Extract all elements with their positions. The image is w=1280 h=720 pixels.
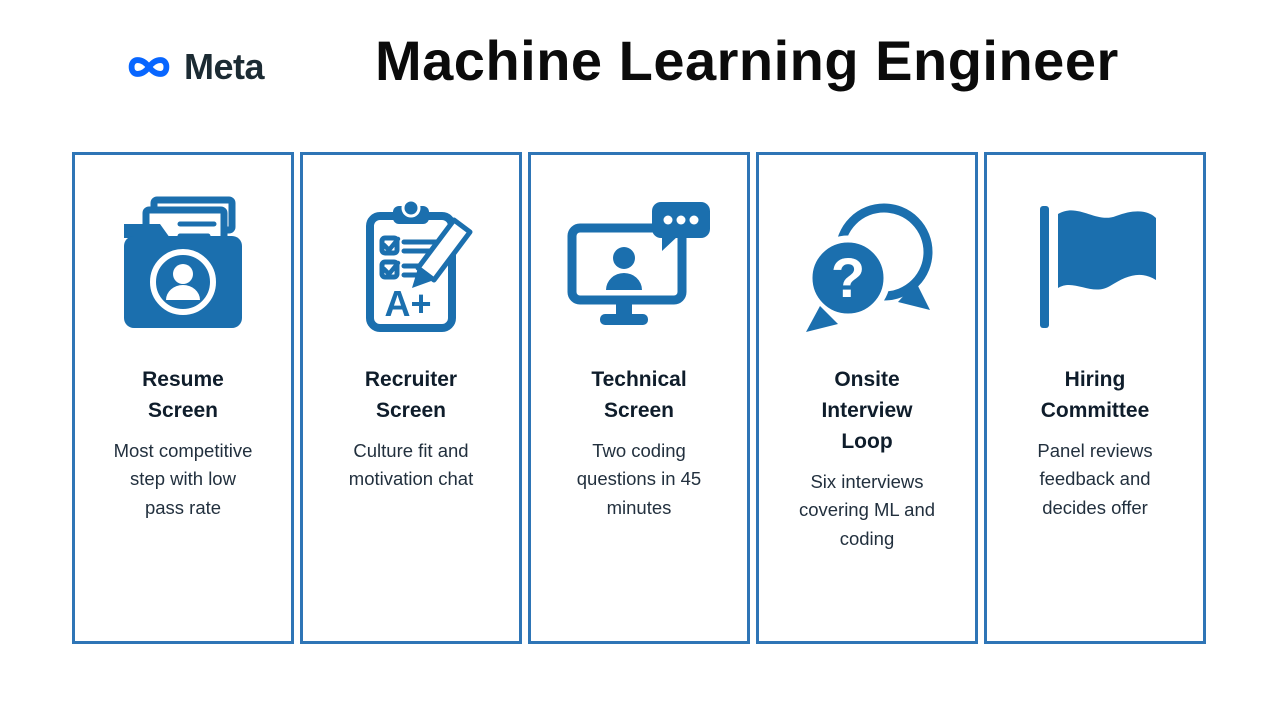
meta-infinity-icon <box>120 47 178 87</box>
stages-row: Resume Screen Most competitive step with… <box>72 152 1206 644</box>
resume-folder-icon <box>108 183 258 355</box>
card-recruiter-screen: A+ Recruiter Screen Culture fit and moti… <box>300 152 522 644</box>
svg-text:A+: A+ <box>384 283 431 324</box>
card-resume-screen: Resume Screen Most competitive step with… <box>72 152 294 644</box>
header: Meta Machine Learning Engineer <box>0 0 1280 150</box>
stage-description: Culture fit and motivation chat <box>348 439 474 490</box>
stage-title: Recruiter Screen <box>364 368 458 422</box>
question-bubble-icon: ? <box>792 183 942 355</box>
stage-description: Most competitive step with low pass rate <box>113 439 253 519</box>
stage-title: Hiring Committee <box>1040 368 1150 422</box>
video-interview-icon <box>564 183 714 355</box>
meta-logo-text: Meta <box>184 46 265 87</box>
stage-description: Panel reviews feedback and decides offer <box>1037 439 1153 519</box>
card-technical-screen: Technical Screen Two coding questions in… <box>528 152 750 644</box>
flag-icon <box>1020 183 1170 355</box>
card-onsite-interview-loop: ? Onsite Interview Loop Six interviews c… <box>756 152 978 644</box>
stage-title: Resume Screen <box>142 368 224 422</box>
stage-description: Two coding questions in 45 minutes <box>576 439 702 519</box>
meta-logo: Meta <box>120 46 265 88</box>
clipboard-checklist-icon: A+ <box>336 183 486 355</box>
stage-title: Onsite Interview Loop <box>821 368 913 453</box>
card-hiring-committee: Hiring Committee Panel reviews feedback … <box>984 152 1206 644</box>
svg-text:?: ? <box>831 246 865 309</box>
stage-title: Technical Screen <box>591 368 687 422</box>
stage-description: Six interviews covering ML and coding <box>798 470 936 549</box>
page-title: Machine Learning Engineer <box>375 29 1119 92</box>
